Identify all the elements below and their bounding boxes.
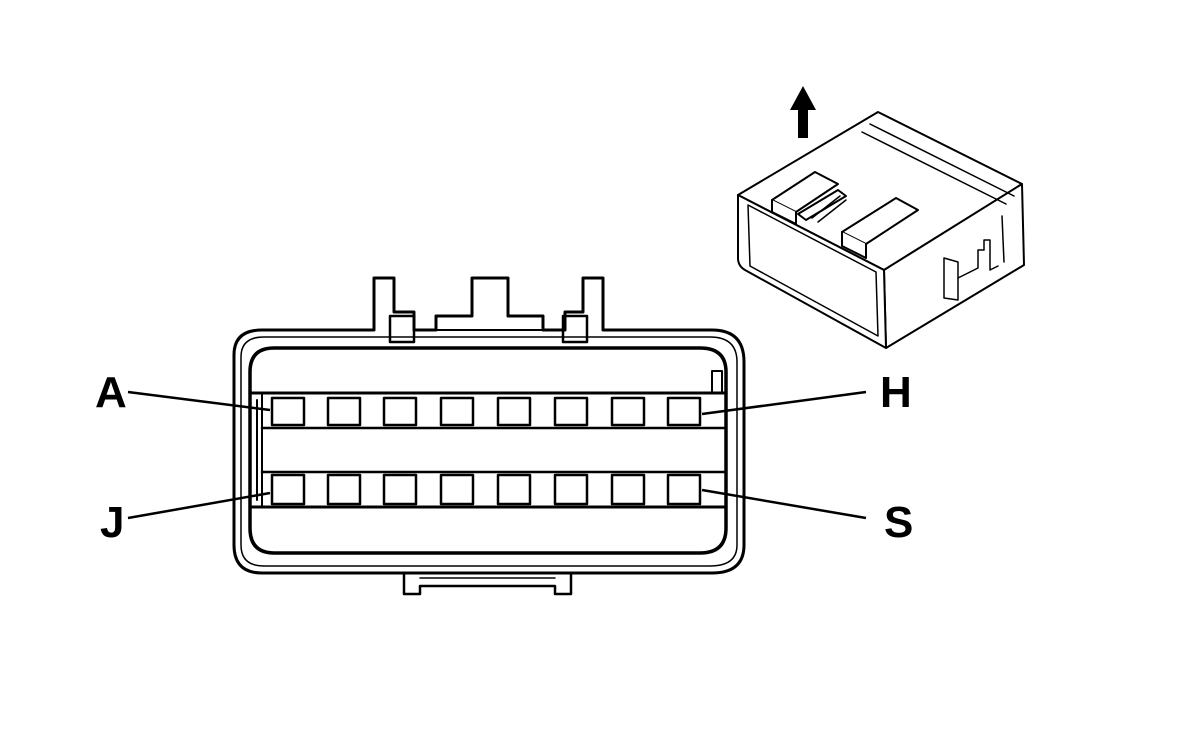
- pin-label-a: A: [95, 368, 127, 417]
- pin-R: [610, 473, 646, 506]
- connector-cavity: [248, 346, 728, 555]
- pin-row-bottom: [270, 473, 702, 506]
- pin-B: [326, 396, 362, 427]
- connector-housing: [232, 276, 746, 596]
- pin-D: [439, 396, 475, 427]
- pin-C: [382, 396, 418, 427]
- leader-line-a: [127, 390, 271, 412]
- pin-label-s: S: [884, 498, 913, 547]
- pin-label-j: J: [100, 498, 124, 547]
- pin-H: [666, 396, 702, 427]
- pin-K: [326, 473, 362, 506]
- pin-P: [553, 473, 589, 506]
- leader-line-j: [127, 491, 271, 520]
- pin-L: [382, 473, 418, 506]
- pin-F: [553, 396, 589, 427]
- pin-E: [496, 396, 532, 427]
- pin-J: [270, 473, 306, 506]
- pin-G: [610, 396, 646, 427]
- leader-line-h: [701, 390, 867, 416]
- pin-M: [439, 473, 475, 506]
- connector-isometric-view: [737, 111, 1025, 349]
- pin-label-h: H: [880, 368, 912, 417]
- pin-S: [666, 473, 702, 506]
- leader-lines: [127, 390, 867, 520]
- arrow-up-icon: [790, 86, 816, 138]
- pin-A: [270, 396, 306, 427]
- pin-N: [496, 473, 532, 506]
- pin-row-top: [270, 396, 702, 427]
- connector-face: [232, 276, 746, 596]
- leader-line-s: [701, 488, 867, 520]
